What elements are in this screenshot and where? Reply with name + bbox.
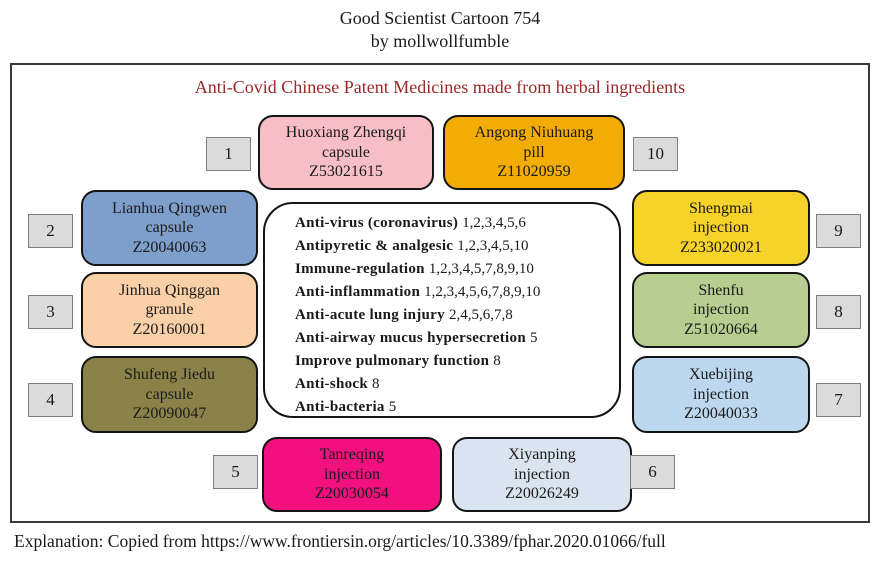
explanation-text: Explanation: Copied from https://www.fro… <box>14 531 666 551</box>
medicine-box-shengmai-injection: Shengmai injection Z233020021 <box>632 190 810 266</box>
number-tag-9: 9 <box>816 214 861 248</box>
effect-medicine-numbers: 5 <box>388 399 397 415</box>
medicine-box-shenfu-injection: Shenfu injection Z51020664 <box>632 272 810 348</box>
number-tag-4: 4 <box>28 383 73 417</box>
effect-label: Anti-acute lung injury <box>295 307 445 323</box>
medicine-box-huoxiang-zhengqi-capsule: Huoxiang Zhengqi capsule Z53021615 <box>258 115 434 190</box>
medicine-name-line1: Tanreqing <box>319 446 385 464</box>
medicine-box-lianhua-qingwen-capsule: Lianhua Qingwen capsule Z20040063 <box>81 190 258 266</box>
number-tag-10: 10 <box>633 137 678 171</box>
effect-label: Anti-inflammation <box>295 284 421 300</box>
effect-label: Anti-airway mucus hypersecretion <box>295 330 526 346</box>
medicine-code: Z20040033 <box>684 405 758 423</box>
medicine-name-line1: Lianhua Qingwen <box>111 199 228 217</box>
effect-medicine-numbers: 1,2,3,4,5,7,8,9,10 <box>428 261 534 277</box>
medicine-code: Z11020959 <box>497 163 571 181</box>
effect-medicine-numbers: 8 <box>493 353 501 369</box>
medicine-box-jinhua-qinggan-granule: Jinhua Qinggan granule Z20160001 <box>81 272 258 348</box>
medicine-name-line2: capsule <box>322 143 370 161</box>
effect-medicine-numbers: 1,2,3,4,5,6,7,8,9,10 <box>424 284 541 300</box>
number-tag-2: 2 <box>28 214 73 248</box>
number-tag-3: 3 <box>28 295 73 329</box>
medicine-name-line2: injection <box>693 219 749 237</box>
medicine-box-shufeng-jiedu-capsule: Shufeng Jiedu capsule Z20090047 <box>81 356 258 433</box>
medicine-name-line1: Xuebijing <box>689 366 753 384</box>
effect-medicine-numbers: 8 <box>372 376 380 392</box>
effect-medicine-numbers: 1,2,3,4,5,10 <box>457 238 529 254</box>
diagram-frame <box>10 63 870 523</box>
medicine-name-line1: Shenfu <box>698 281 744 299</box>
medicine-box-angong-niuhuang-pill: Angong Niuhuang pill Z11020959 <box>443 115 625 190</box>
effect-label: Anti-bacteria <box>295 399 385 415</box>
effect-label: Anti-virus (coronavirus) <box>295 215 459 231</box>
medicine-box-xuebijing-injection: Xuebijing injection Z20040033 <box>632 356 810 433</box>
medicine-code: Z53021615 <box>309 163 383 181</box>
effect-label: Immune-regulation <box>295 261 425 277</box>
medicine-code: Z233020021 <box>680 238 762 256</box>
number-tag-1: 1 <box>206 137 251 171</box>
medicine-code: Z20026249 <box>505 485 579 503</box>
medicine-code: Z20040063 <box>132 238 207 256</box>
medicine-name-line1: Angong Niuhuang <box>474 124 594 142</box>
medicine-name-line2: pill <box>523 143 545 161</box>
effect-medicine-numbers: 5 <box>529 330 538 346</box>
medicine-code: Z51020664 <box>684 320 758 338</box>
medicine-name-line2: capsule <box>145 385 194 403</box>
medicine-name-line2: capsule <box>145 219 194 237</box>
effect-medicine-numbers: 2,4,5,6,7,8 <box>448 307 513 323</box>
number-tag-7: 7 <box>816 383 861 417</box>
medicine-name-line2: granule <box>145 301 194 319</box>
medicine-code: Z20030054 <box>315 485 389 503</box>
medicine-code: Z20160001 <box>132 320 207 338</box>
medicine-code: Z20090047 <box>132 405 207 423</box>
diagram-heading: Anti-Covid Chinese Patent Medicines made… <box>194 77 686 97</box>
effect-label: Antipyretic & analgesic <box>295 238 454 254</box>
effect-medicine-numbers: 1,2,3,4,5,6 <box>462 215 526 231</box>
medicine-name-line2: injection <box>693 385 749 403</box>
number-tag-5: 5 <box>213 455 258 489</box>
medicine-name-line2: injection <box>514 465 570 483</box>
cartoon-byline: by mollwollfumble <box>370 31 510 51</box>
cartoon-title: Good Scientist Cartoon 754 <box>339 8 541 28</box>
medicine-name-line2: injection <box>693 301 749 319</box>
medicine-name-line1: Shufeng Jiedu <box>123 366 216 384</box>
medicine-name-line2: injection <box>324 465 380 483</box>
effect-line: Anti-virus (coronavirus)1,2,3,4,5,6 <box>295 212 611 235</box>
medicine-name-line1: Xiyanping <box>508 446 576 464</box>
medicine-box-tanreqing-injection: Tanreqing injection Z20030054 <box>262 437 442 512</box>
medicine-name-line1: Shengmai <box>689 199 753 217</box>
effect-label: Improve pulmonary function <box>295 353 490 369</box>
medicine-box-xiyanping-injection: Xiyanping injection Z20026249 <box>452 437 632 512</box>
medicine-name-line1: Huoxiang Zhengqi <box>285 124 407 142</box>
effect-label: Anti-shock <box>295 376 369 392</box>
effects-box: Anti-virus (coronavirus)1,2,3,4,5,6 Anti… <box>263 202 621 418</box>
medicine-name-line1: Jinhua Qinggan <box>119 281 220 299</box>
number-tag-6: 6 <box>630 455 675 489</box>
number-tag-8: 8 <box>816 295 861 329</box>
